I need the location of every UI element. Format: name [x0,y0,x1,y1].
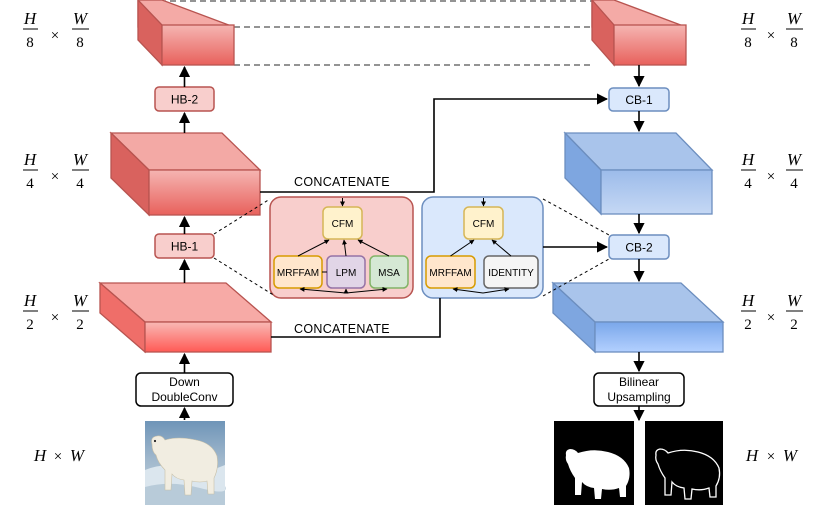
scale-den: 8 [26,35,34,51]
zoom-dashed-lines [213,198,610,297]
scale-w: W [70,446,86,465]
scale-den: 4 [790,176,798,192]
scale-den: 8 [744,35,752,51]
concatenate-label-top: CONCATENATE [294,175,390,189]
scale-num-h: H [741,150,756,169]
down-doubleconv-block: Down DoubleConv [135,372,234,407]
scale-den: 2 [790,317,798,333]
scale-den: 4 [76,176,84,192]
bottleneck-dashed-lines [160,0,596,66]
scale-den: 8 [76,35,84,51]
skip-connection-bottom [271,298,441,338]
hb-cfm-node: CFM [322,206,363,240]
down-label-line1: Down [169,375,200,389]
scale-num-h: H [741,291,756,310]
scale-w: W [783,446,799,465]
scale-num-w: W [73,9,89,28]
cb-identity-node: IDENTITY [483,255,539,289]
scale-h: H [745,446,760,465]
cb-internal-arrows [450,198,512,294]
up-label-line1: Bilinear [619,375,659,389]
scale-label-full-right: H × W [745,446,799,465]
scale-label-half-left: H 2 × W 2 [23,291,89,333]
scale-label-half-right: H 2 × W 2 [741,291,803,333]
concatenate-label-bottom: CONCATENATE [294,322,390,336]
scale-label-full-left: H × W [33,446,86,465]
encoder-feature-map-half [98,281,273,354]
scale-num-h: H [741,9,756,28]
down-label-line2: DoubleConv [151,390,217,404]
scale-label-quarter-left: H 4 × W 4 [23,150,89,192]
scale-times: × [51,310,59,326]
encoder-feature-map-quarter [109,131,262,217]
cb-cfm-node: CFM [463,206,504,240]
cb1-label: CB-1 [625,93,653,107]
scale-times: × [51,169,59,185]
hb-internal-arrows [297,198,390,294]
scale-label-eighth-right: H 8 × W 8 [741,9,803,51]
scale-times: × [767,449,775,465]
scale-num-h: H [23,291,38,310]
cb-mrffam-label: MRFFAM [429,268,471,279]
up-label-line2: Upsampling [607,390,670,404]
decoder-feature-map-eighth [591,0,687,67]
cb-cfm-label: CFM [473,219,495,230]
hb-msa-label: MSA [378,268,400,279]
scale-den: 8 [790,35,798,51]
hb-msa-node: MSA [369,255,409,289]
scale-den: 4 [744,176,752,192]
scale-times: × [51,28,59,44]
hb-mrffam-label: MRFFAM [277,268,319,279]
scale-label-quarter-right: H 4 × W 4 [741,150,803,192]
scale-num-h: H [23,9,38,28]
scale-num-w: W [73,150,89,169]
hb-lpm-node: LPM [326,255,366,289]
bilinear-upsampling-block: Bilinear Upsampling [593,372,685,407]
scale-times: × [54,449,62,465]
hb2-label: HB-2 [171,93,199,107]
scale-num-w: W [787,9,803,28]
input-image-polar-bear [145,421,226,505]
hb-cfm-label: CFM [332,219,354,230]
cb2-label: CB-2 [625,241,653,255]
hb2-block: HB-2 [154,86,215,112]
hb1-block: HB-1 [154,233,215,259]
output-segmentation-mask [554,421,634,505]
scale-den: 4 [26,176,34,192]
scale-times: × [767,310,775,326]
decoder-feature-map-quarter [563,131,714,216]
scale-num-h: H [23,150,38,169]
scale-num-w: W [787,150,803,169]
scale-h: H [33,446,48,465]
scale-num-w: W [787,291,803,310]
decoder-feature-map-half [551,281,725,354]
scale-times: × [767,28,775,44]
hb-mrffam-node: MRFFAM [273,255,323,289]
skip-connection-top [260,93,609,193]
scale-den: 2 [744,317,752,333]
scale-label-eighth-left: H 8 × W 8 [23,9,89,51]
cb-identity-label: IDENTITY [488,268,534,279]
cb1-block: CB-1 [608,87,670,112]
cb2-block: CB-2 [608,234,670,260]
scale-den: 2 [26,317,34,333]
hb1-label: HB-1 [171,240,199,254]
scale-num-w: W [73,291,89,310]
cb-mrffam-node: MRFFAM [425,255,476,289]
scale-den: 2 [76,317,84,333]
hb-lpm-label: LPM [336,268,357,279]
output-edge-map [645,421,723,505]
scale-times: × [767,169,775,185]
encoder-feature-map-eighth [137,0,235,67]
